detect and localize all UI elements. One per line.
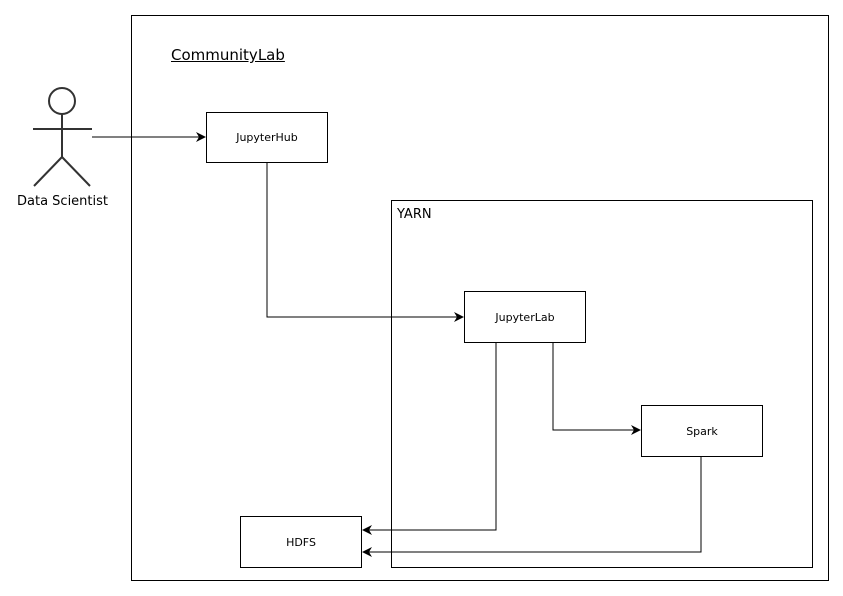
- node-jupyterhub-label: JupyterHub: [236, 131, 298, 144]
- yarn-label: YARN: [397, 207, 432, 222]
- edge-jupyterlab-to-spark: [552, 343, 641, 435]
- node-hdfs: HDFS: [240, 516, 362, 568]
- communitylab-title: CommunityLab: [171, 46, 285, 64]
- node-jupyterhub: JupyterHub: [206, 112, 328, 163]
- node-hdfs-label: HDFS: [286, 535, 316, 549]
- node-spark: Spark: [641, 405, 763, 457]
- edge-spark-to-hdfs: [362, 457, 702, 557]
- node-jupyterlab-label: JupyterLab: [495, 310, 555, 324]
- edge-jupyterhub-to-jupyterlab: [266, 163, 464, 322]
- node-jupyterlab: JupyterLab: [464, 291, 586, 343]
- node-spark-label: Spark: [686, 424, 718, 438]
- actor-label: Data Scientist: [17, 194, 108, 209]
- yarn-container: [391, 200, 813, 568]
- edge-jupyterlab-to-hdfs: [362, 343, 497, 535]
